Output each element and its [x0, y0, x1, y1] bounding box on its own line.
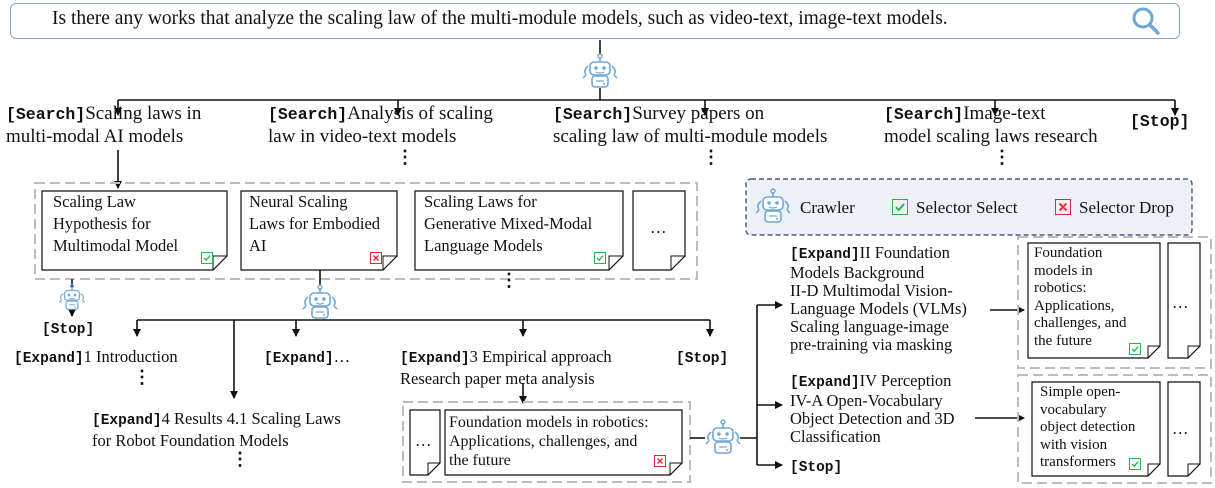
crawler-icon-small — [58, 283, 86, 310]
legend-select: Selector Select — [916, 198, 1018, 217]
stop-label: [Stop] — [42, 322, 95, 338]
expand-more: [Expand]… — [264, 347, 351, 367]
drop-cross-icon — [654, 455, 666, 467]
more-dots: ⋮ — [702, 147, 720, 167]
select-check-icon — [1129, 458, 1141, 470]
query-text: Is there any works that analyze the scal… — [52, 8, 948, 29]
legend-crawler: Crawler — [800, 198, 855, 217]
expand-perception: [Expand]IV Perception IV-A Open-Vocabula… — [790, 371, 955, 446]
search-branch-1: [Search]Scaling laws in multi-modal AI m… — [6, 103, 202, 147]
stop-label: [Stop] — [676, 351, 729, 367]
select-check-icon — [201, 252, 213, 264]
more-dots: ⋮ — [396, 147, 414, 167]
more-dots: ⋮ — [231, 449, 249, 469]
search-branch-2: [Search]Analysis of scaling law in video… — [268, 103, 493, 147]
crawler-icon-top — [582, 53, 618, 88]
search-branch-3: [Search]Survey papers on scaling law of … — [553, 103, 828, 147]
stop-label: [Stop] — [790, 460, 843, 476]
drop-cross-icon — [1055, 199, 1071, 215]
crawler-icon-mid — [302, 284, 338, 319]
more-papers: … — [1172, 293, 1189, 312]
expand-foundation: [Expand]II Foundation Models Background … — [790, 243, 967, 354]
query-bar[interactable] — [10, 3, 1180, 39]
drop-cross-icon — [370, 252, 382, 264]
more-dots: ⋮ — [993, 147, 1011, 167]
expand-results: [Expand]4 Results 4.1 Scaling Laws for R… — [92, 409, 341, 450]
crawler-icon-right — [705, 419, 741, 454]
more-dots: ⋮ — [500, 270, 518, 290]
more-papers: … — [1172, 419, 1189, 438]
select-check-icon — [1129, 343, 1141, 355]
more-papers: … — [650, 218, 667, 237]
search-icon[interactable] — [1129, 5, 1163, 37]
paper-title: Foundation models in robotics:Applicatio… — [449, 414, 649, 469]
expand-intro: [Expand]1 Introduction — [14, 347, 178, 367]
paper-doc-1 — [41, 190, 228, 271]
more-dots: ⋮ — [133, 367, 151, 387]
select-check-icon — [892, 199, 908, 215]
search-branch-4: [Search]Image-text model scaling laws re… — [884, 103, 1098, 147]
select-check-icon — [594, 252, 606, 264]
stop-branch: [Stop] — [1130, 112, 1190, 131]
expand-empirical: [Expand]3 Empirical approach Research pa… — [400, 347, 612, 388]
more-papers: … — [415, 431, 432, 450]
legend-drop: Selector Drop — [1079, 198, 1174, 217]
